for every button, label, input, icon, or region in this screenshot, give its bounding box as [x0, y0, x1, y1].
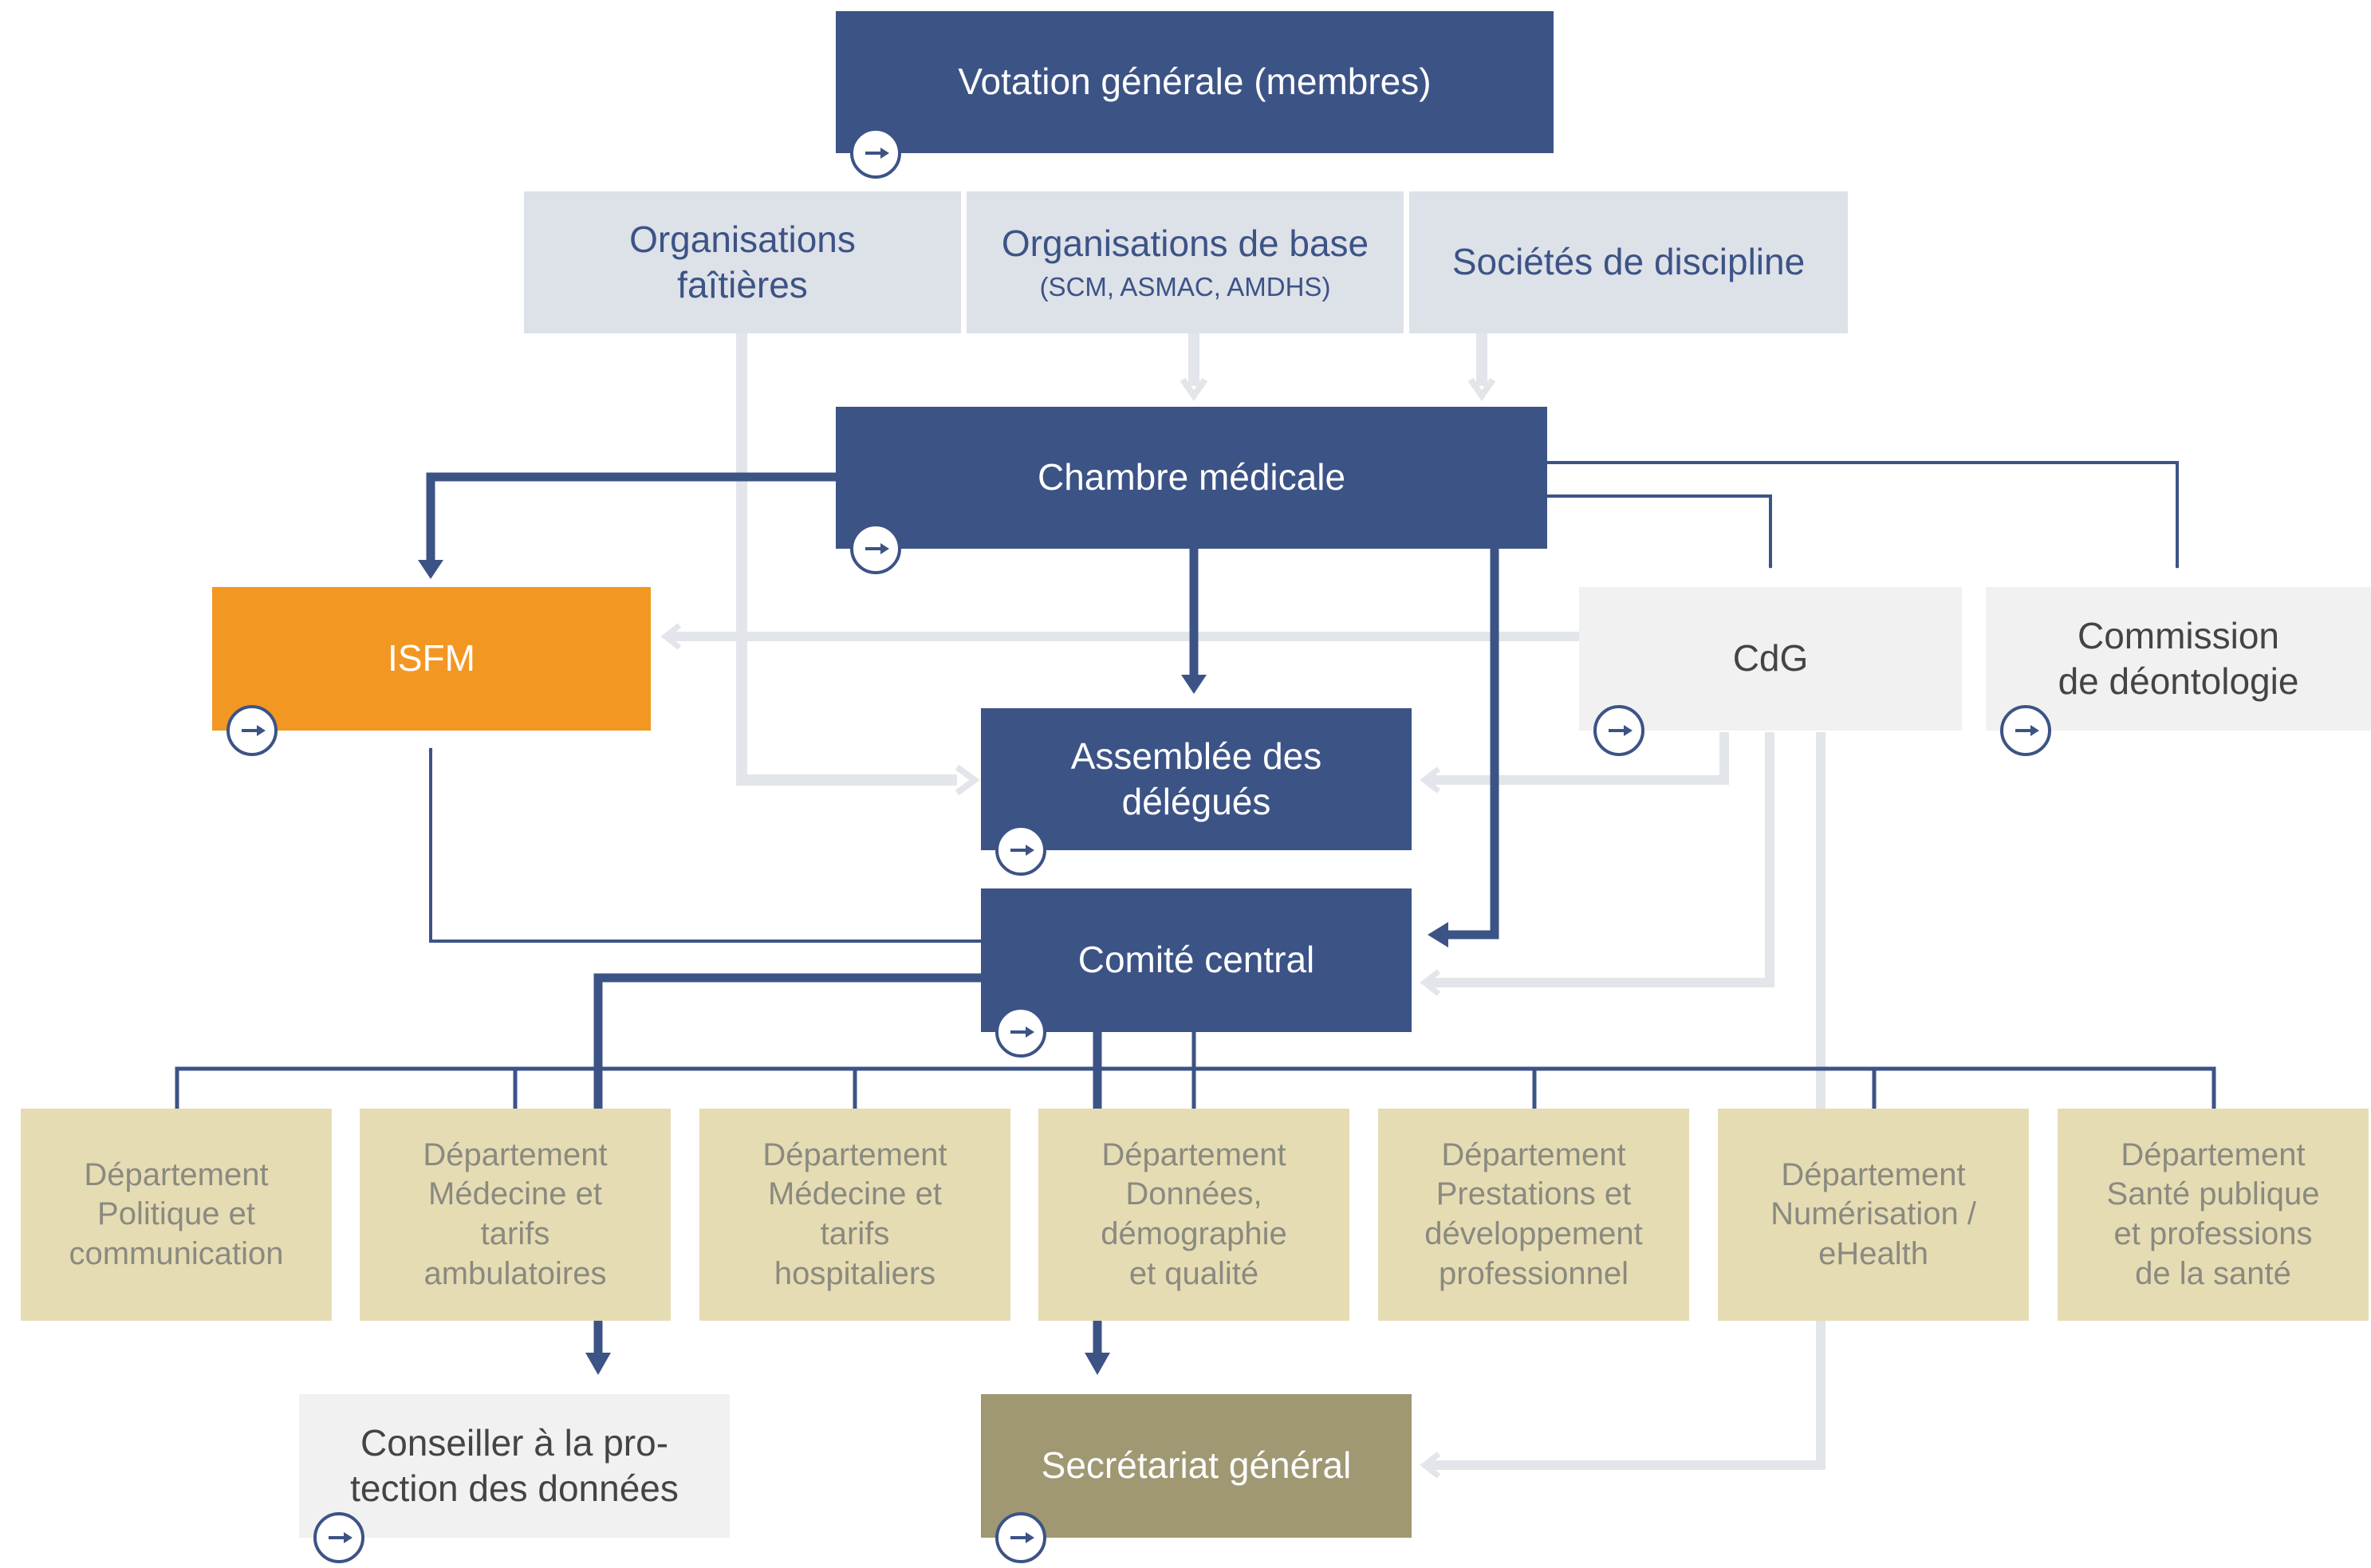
- department-prestations-developpement: Département Prestations et développement…: [1378, 1109, 1689, 1321]
- secretariat-general-label: Secrétariat général: [1041, 1444, 1352, 1487]
- department-drop-lines: [513, 1032, 1877, 1109]
- department-medecine-tarifs-ambulatoires: Département Médecine et tarifs ambulatoi…: [360, 1109, 671, 1321]
- connector-comite-to-isfm: [428, 747, 981, 943]
- organisations-faitieres-box: Organisations faîtières: [524, 191, 961, 333]
- organisations-de-base-label: Organisations de base: [1001, 223, 1369, 265]
- comite-central-box[interactable]: Comité central: [981, 888, 1412, 1032]
- organisations-de-base-box: Organisations de base (SCM, ASMAC, AMDHS…: [967, 191, 1404, 333]
- circle-arrow-right-icon[interactable]: [850, 128, 901, 179]
- connector-faitieres-to-assemblee: [736, 333, 957, 786]
- circle-arrow-right-icon[interactable]: [850, 523, 901, 574]
- arrow-secretariat-from-cdg: [1420, 1452, 1441, 1479]
- connector-chambre-to-cdg: [1547, 494, 1773, 569]
- commission-deontologie-label-line2: de déontologie: [2058, 660, 2299, 702]
- department-label-line: Données,: [1125, 1176, 1262, 1212]
- arrow-isfm-from-cdg: [660, 623, 682, 650]
- circle-arrow-right-icon[interactable]: [995, 1512, 1046, 1563]
- circle-arrow-right-icon[interactable]: [2000, 705, 2051, 756]
- circle-arrow-right-icon[interactable]: [313, 1512, 364, 1563]
- department-label-line: de la santé: [2135, 1255, 2291, 1291]
- societes-de-discipline-label: Sociétés de discipline: [1451, 241, 1806, 283]
- department-label-line: professionnel: [1439, 1255, 1629, 1291]
- department-sante-publique: Département Santé publique et profession…: [2058, 1109, 2369, 1321]
- department-label-line: ambulatoires: [423, 1255, 607, 1291]
- assemblee-des-delegues-box[interactable]: Assemblée des délégués: [981, 708, 1412, 850]
- department-politique-communication: Département Politique et communication: [21, 1109, 332, 1321]
- department-label-line: et qualité: [1128, 1255, 1259, 1291]
- assemblee-label-line1: Assemblée des: [1070, 735, 1322, 777]
- cdg-box[interactable]: CdG: [1579, 587, 1962, 731]
- department-label-line: Département: [423, 1137, 608, 1172]
- arrow-conseiller-from-comite: [585, 1353, 611, 1375]
- conseiller-label-line2: tection des données: [350, 1468, 679, 1509]
- conseiller-label-line1: Conseiller à la pro-: [360, 1421, 669, 1464]
- votation-generale-label: Votation générale (membres): [958, 61, 1432, 103]
- circle-arrow-right-icon[interactable]: [226, 705, 278, 756]
- connector-chambre-to-commission: [1547, 461, 2180, 569]
- department-donnees-demographie-qualite: Département Données, démographie et qual…: [1038, 1109, 1349, 1321]
- department-label-line: tarifs: [480, 1216, 550, 1251]
- chambre-medicale-label: Chambre médicale: [1037, 456, 1346, 498]
- secretariat-general-box[interactable]: Secrétariat général: [981, 1394, 1412, 1538]
- arrow-assemblee-from-cdg: [1420, 766, 1441, 794]
- department-label-line: Santé publique: [2106, 1176, 2320, 1212]
- societes-de-discipline-box: Sociétés de discipline: [1409, 191, 1848, 333]
- department-label-line: et professions: [2113, 1216, 2313, 1251]
- arrow-comite-from-cdg: [1420, 969, 1441, 996]
- department-numerisation-ehealth: Département Numérisation / eHealth: [1718, 1109, 2029, 1321]
- circle-arrow-right-icon[interactable]: [995, 825, 1046, 876]
- department-label-line: Médecine et: [428, 1176, 602, 1212]
- arrow-isfm-from-chambre: [418, 560, 443, 579]
- connector-chambre-to-comite: [1445, 549, 1499, 940]
- arrow-assemblee-from-faitieres: [955, 764, 980, 796]
- department-label-line: hospitaliers: [774, 1255, 936, 1291]
- department-label-line: démographie: [1101, 1216, 1287, 1251]
- commission-deontologie-box[interactable]: Commission de déontologie: [1986, 587, 2371, 731]
- conseiller-protection-donnees-box[interactable]: Conseiller à la pro- tection des données: [299, 1394, 730, 1538]
- assemblee-label-line2: délégués: [1121, 781, 1271, 822]
- chambre-medicale-box[interactable]: Chambre médicale: [836, 407, 1547, 549]
- department-label-line: Département: [1781, 1156, 1966, 1192]
- department-label-line: Prestations et: [1436, 1176, 1632, 1212]
- isfm-label: ISFM: [388, 637, 475, 680]
- arrow-comite-from-chambre: [1428, 922, 1448, 947]
- department-medecine-tarifs-hospitaliers: Département Médecine et tarifs hospitali…: [699, 1109, 1010, 1321]
- isfm-box[interactable]: ISFM: [212, 587, 651, 731]
- circle-arrow-right-icon[interactable]: [995, 1007, 1046, 1058]
- connector-cdg-to-secretariat: [1428, 732, 1826, 1470]
- department-label-line: Département: [1101, 1137, 1286, 1172]
- arrow-secretariat-from-comite: [1085, 1353, 1110, 1375]
- department-label-line: Numérisation /: [1770, 1196, 1976, 1232]
- organisations-faitieres-label: Organisations faîtières: [629, 218, 856, 305]
- department-label-line: Médecine et: [768, 1176, 942, 1212]
- arrow-assemblee-from-chambre: [1181, 675, 1207, 694]
- department-label-line: Politique et: [97, 1196, 255, 1232]
- circle-arrow-right-icon[interactable]: [1593, 705, 1644, 756]
- votation-generale-box[interactable]: Votation générale (membres): [836, 11, 1554, 153]
- department-label-line: Département: [762, 1137, 947, 1172]
- arrow-chambre-from-base: [1180, 377, 1208, 401]
- arrow-chambre-from-societes: [1467, 377, 1496, 401]
- comite-central-label: Comité central: [1077, 939, 1315, 981]
- department-label-line: Département: [1441, 1137, 1626, 1172]
- department-label-line: Département: [2121, 1137, 2306, 1172]
- department-label-line: tarifs: [820, 1216, 890, 1251]
- department-label-line: Département: [84, 1156, 269, 1192]
- department-label-line: eHealth: [1818, 1235, 1928, 1271]
- department-label-line: développement: [1424, 1216, 1643, 1251]
- commission-deontologie-label-line1: Commission: [2077, 614, 2280, 656]
- connector-cdg-to-comite: [1428, 732, 1774, 987]
- organisations-de-base-sublabel: (SCM, ASMAC, AMDHS): [1039, 272, 1331, 302]
- connector-chambre-to-isfm: [426, 472, 836, 561]
- cdg-label: CdG: [1732, 637, 1809, 680]
- department-label-line: communication: [69, 1235, 284, 1271]
- connector-cdg-to-assemblee: [1428, 732, 1729, 785]
